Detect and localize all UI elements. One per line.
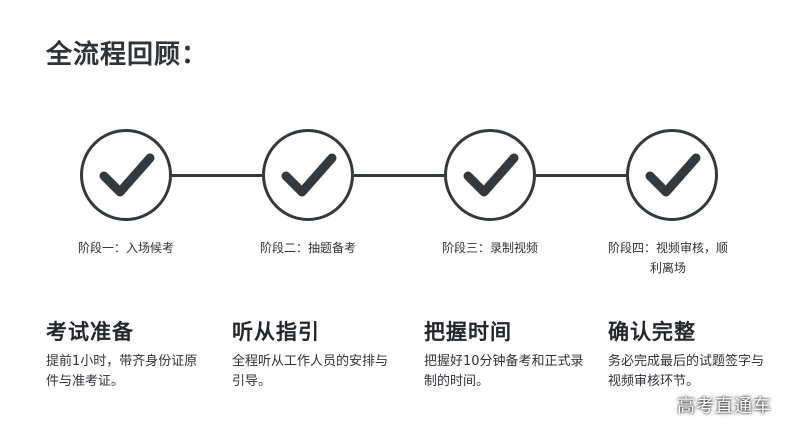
step-3: 把握时间 把握好10分钟备考和正式录制的时间。: [424, 316, 584, 392]
stage-4-label: 阶段四：视频审核，顺利离场: [607, 241, 728, 275]
stage-2-check-icon: [262, 129, 354, 221]
stage-1-check-icon: [80, 129, 172, 221]
stage-3-check-icon: [444, 129, 536, 221]
stage-2-label: 阶段二：抽题备考: [259, 241, 356, 255]
stage-4-check-icon: [626, 129, 718, 221]
timeline-connector: [536, 174, 626, 177]
timeline-connector: [354, 174, 444, 177]
step-4-heading: 确认完整: [608, 320, 696, 344]
watermark: 高考直通车: [677, 396, 772, 417]
step-3-heading: 把握时间: [424, 320, 512, 344]
step-1-description: 提前1小时，带齐身份证原件与准考证。: [46, 354, 198, 389]
step-2-heading: 听从指引: [232, 320, 320, 344]
stage-1-label: 阶段一：入场候考: [77, 241, 174, 255]
step-2: 听从指引 全程听从工作人员的安排与引导。: [232, 316, 392, 392]
step-3-description: 把握好10分钟备考和正式录制的时间。: [424, 354, 584, 389]
timeline-connector: [172, 174, 262, 177]
step-4-description: 务必完成最后的试题签字与视频审核环节。: [608, 354, 765, 389]
stage-3-label: 阶段三：录制视频: [441, 241, 538, 255]
step-1-heading: 考试准备: [46, 320, 134, 344]
step-1: 考试准备 提前1小时，带齐身份证原件与准考证。: [46, 316, 206, 392]
step-4: 确认完整 务必完成最后的试题签字与视频审核环节。: [608, 316, 776, 392]
process-timeline: 阶段一：入场候考 阶段二：抽题备考 阶段三：录制视频 阶段四：视频审核，顺利离场: [77, 129, 728, 275]
page-title: 全流程回顾：: [46, 40, 209, 70]
step-2-description: 全程听从工作人员的安排与引导。: [232, 354, 389, 389]
